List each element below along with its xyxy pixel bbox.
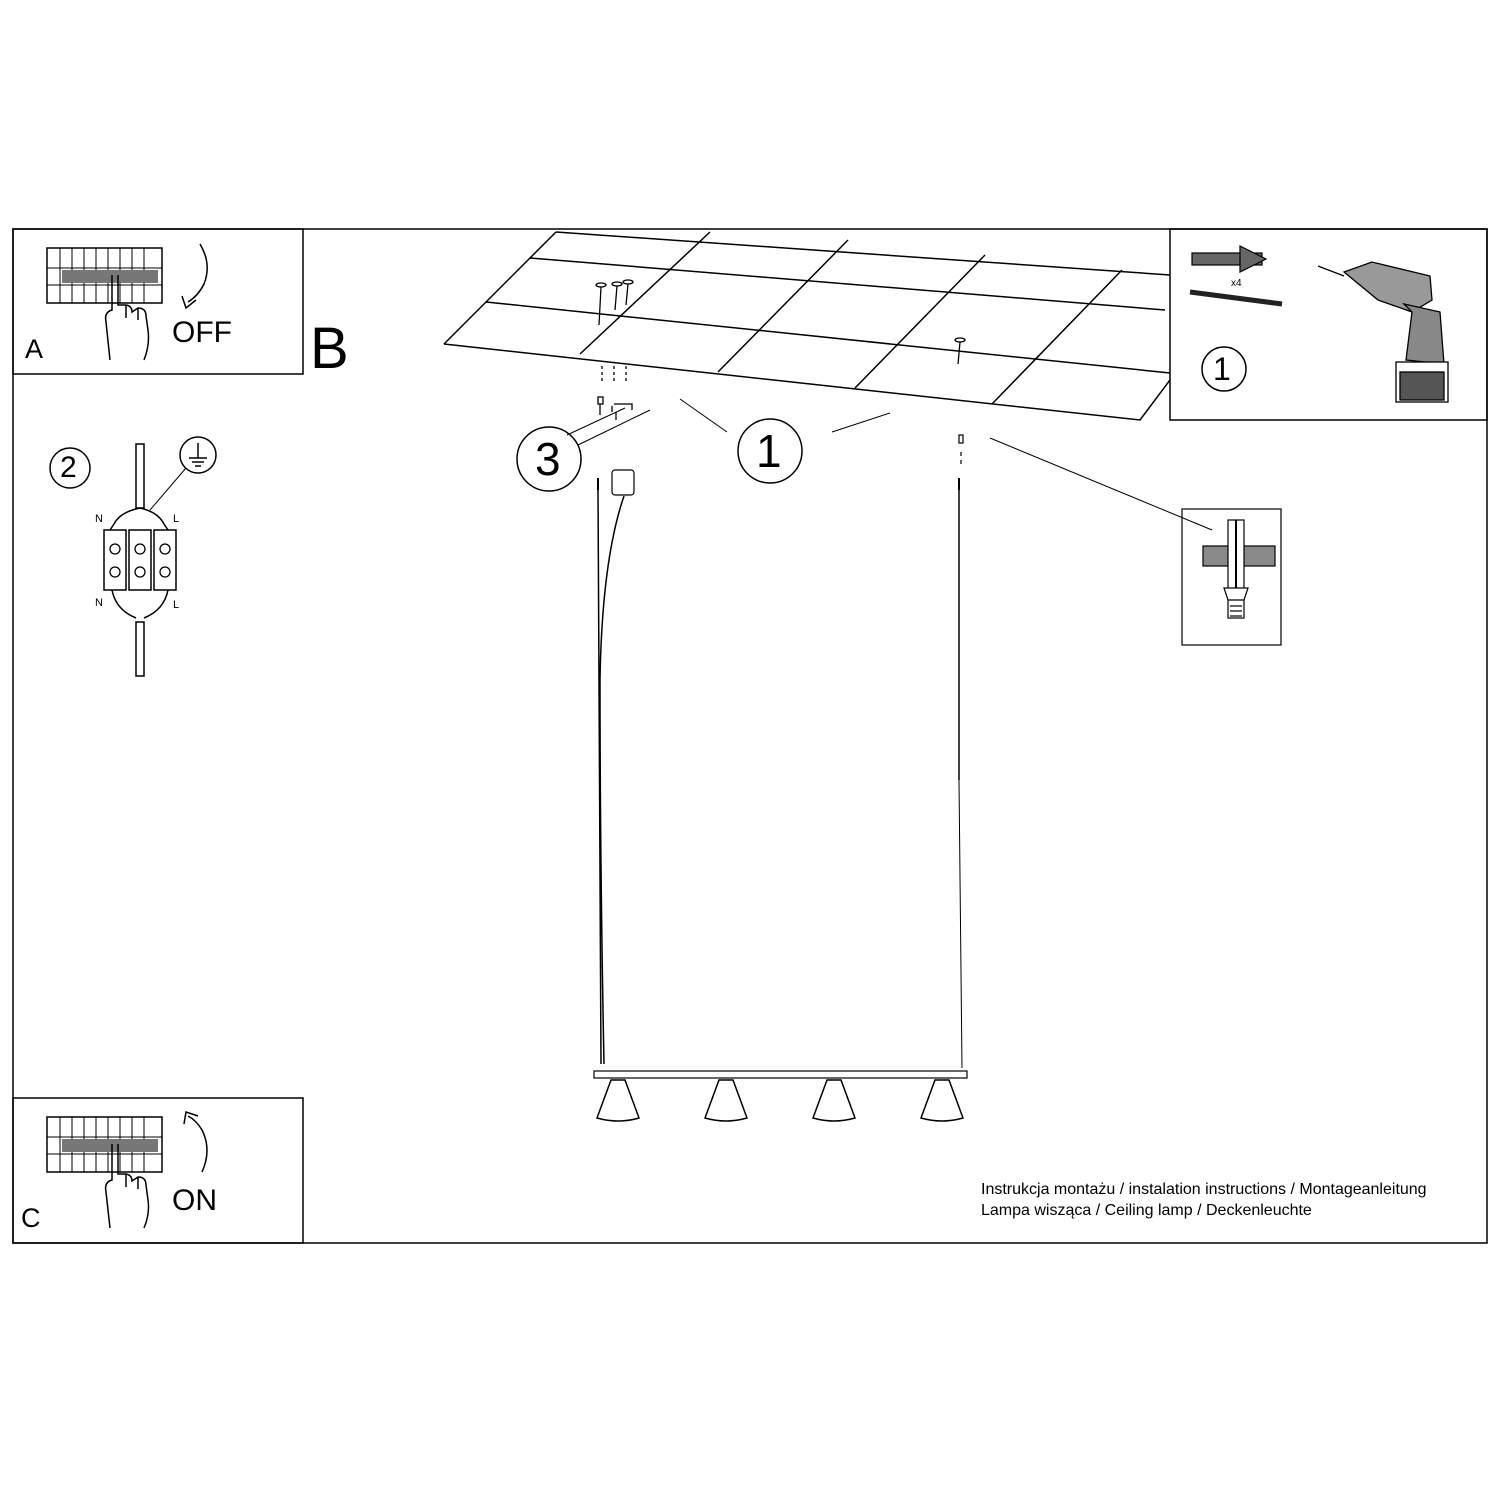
off-label: OFF [172,316,232,349]
step-2-number: 2 [60,451,77,484]
terminal-screws [109,543,171,578]
neutral-label-bottom: N [95,597,103,609]
callout-3-circle [516,426,582,492]
neutral-label-top: N [95,513,103,525]
footer-product: Lampa wisząca / Ceiling lamp / Deckenleu… [981,1202,1312,1219]
callout-leaders [566,398,1213,531]
hand-icon [104,1144,150,1229]
wall-anchor-detail [1202,519,1276,619]
panel-b-letter: B [310,316,349,381]
pendant-lamp [593,434,968,1079]
tools-step-1-circle [1201,346,1247,392]
screw-icon [1189,289,1283,307]
on-label: ON [172,1184,217,1217]
on-arrow-icon [187,1115,208,1173]
tools-panel-frame [1169,228,1488,421]
off-arrow-icon [187,243,208,303]
wiring-diagram [103,443,177,677]
ground-symbol-icon [149,436,217,511]
lamp-shades [596,1079,964,1122]
outer-frame [12,228,1488,1244]
panel-c-frame [12,1097,304,1244]
live-label-top: L [173,513,180,525]
panel-a-frame [12,228,304,375]
hardware-quantity: x4 [1231,278,1242,289]
callout-1-number: 1 [756,425,782,477]
anchor-detail-frame [1181,508,1282,646]
callout-3-number: 3 [535,433,561,485]
canopy-parts [597,396,633,420]
step-2-circle [49,447,91,489]
drill-icon [1317,261,1449,403]
live-label-bottom: L [173,599,180,611]
callout-1-circle [737,418,803,484]
tools-step-1-number: 1 [1213,351,1231,387]
hand-icon [104,275,150,361]
breaker-panel-icon [46,247,163,304]
footer-instructions: Instrukcja montażu / instalation instruc… [981,1181,1427,1198]
ceiling-screws [595,279,966,382]
breaker-panel-icon [46,1116,163,1173]
panel-a-letter: A [25,334,44,364]
panel-c-letter: C [21,1203,41,1233]
wall-plug-icon [1191,245,1268,273]
ceiling-grid [443,231,1171,421]
